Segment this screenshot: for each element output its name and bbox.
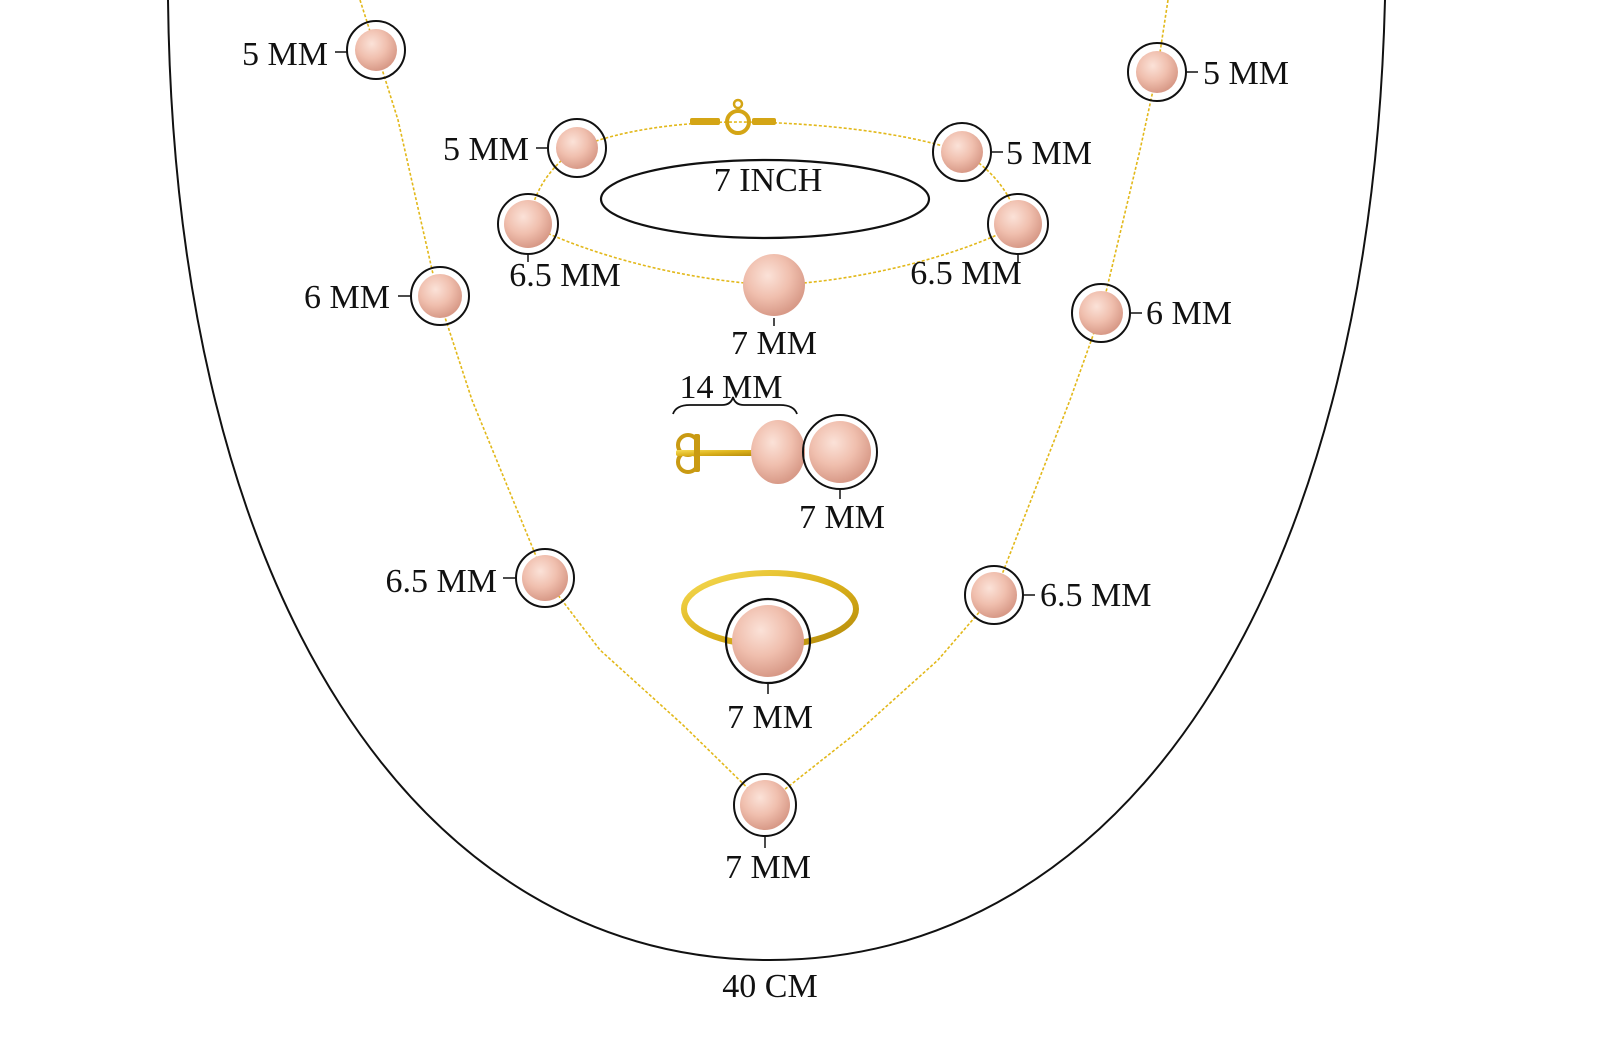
bracelet-clasp <box>690 98 776 135</box>
earring-backing <box>676 433 756 474</box>
bracelet-label-right-6.5mm: 6.5 MM <box>910 255 1021 292</box>
necklace-label-right-6.5mm: 6.5 MM <box>1040 577 1151 614</box>
necklace-pearl-right-6mm <box>1071 283 1142 343</box>
bracelet-label-left-6.5mm: 6.5 MM <box>509 257 620 294</box>
earring-pearl-side <box>751 420 805 484</box>
bracelet-label-left-5mm: 5 MM <box>443 131 529 168</box>
ring-pearl-label: 7 MM <box>727 699 813 736</box>
earring-pearl-front <box>802 414 878 499</box>
bracelet-length-ellipse <box>599 158 931 240</box>
bracelet-pearl-left-5mm <box>536 118 607 178</box>
necklace-pearl-right-6.5mm <box>964 565 1035 625</box>
neck-outline <box>167 0 1386 962</box>
ring-pearl <box>724 597 812 694</box>
bracelet-pearl-right-6.5mm <box>987 193 1049 262</box>
necklace-label-right-5mm: 5 MM <box>1203 55 1289 92</box>
bracelet-pearl-left-6.5mm <box>497 193 559 262</box>
bracelet-label-right-5mm: 5 MM <box>1006 135 1092 172</box>
bracelet-pearl-center-7mm <box>743 254 805 326</box>
bracelet-length-label: 7 INCH <box>714 162 823 199</box>
necklace-label-left-5mm: 5 MM <box>242 36 328 73</box>
necklace-label-left-6mm: 6 MM <box>304 279 390 316</box>
necklace-pearl-left-6.5mm <box>503 548 575 608</box>
necklace-pearl-left-6mm <box>398 266 470 326</box>
necklace-pearl-left-5mm <box>335 20 406 80</box>
earring-width-bracket <box>672 396 798 415</box>
necklace-pearl-center-7mm <box>733 773 797 848</box>
bracelet-pearl-right-5mm <box>932 122 1003 182</box>
necklace-label-right-6mm: 6 MM <box>1146 295 1232 332</box>
necklace-label-left-6.5mm: 6.5 MM <box>386 563 497 600</box>
necklace-chain <box>359 0 1169 806</box>
earring-pearl-label: 7 MM <box>799 499 885 536</box>
necklace-length-label: 40 CM <box>722 968 817 1005</box>
bracelet-label-center-7mm: 7 MM <box>731 325 817 362</box>
necklace-label-center-7mm: 7 MM <box>725 849 811 886</box>
necklace-pearl-right-5mm <box>1127 42 1198 102</box>
